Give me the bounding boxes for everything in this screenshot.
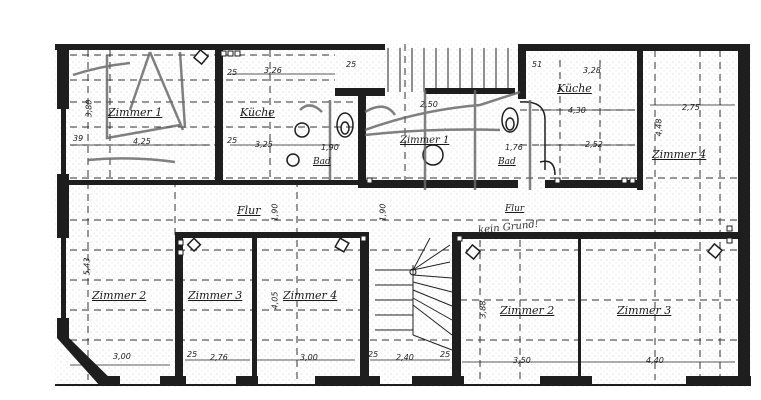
- room-label-kueche-left: Küche: [240, 106, 275, 119]
- room-label-kueche-right: Küche: [557, 82, 592, 95]
- chimney-blocks: [177, 50, 733, 256]
- dim-kueche-bottom: 3,25: [255, 140, 273, 149]
- dim-z4r-width: 2,75: [682, 103, 700, 112]
- dim-z3l-wall: 25: [187, 350, 198, 359]
- dim-kueche-wall: 25: [227, 68, 238, 77]
- dim-kueche-top: 3,26: [264, 66, 282, 75]
- dimension-lines: [70, 73, 735, 366]
- dim-z2r-height: 3,88: [478, 300, 488, 319]
- dim-kueche-r-low: 2,52: [585, 140, 603, 149]
- dim-kueche-r-wall: 51: [532, 60, 543, 69]
- bath-fixtures: [286, 101, 556, 176]
- room-label-zimmer4-right: Zimmer 4: [652, 148, 707, 161]
- dim-center-top: 2,50: [420, 100, 438, 109]
- room-label-zimmer1-center: Zimmer 1: [400, 135, 450, 146]
- room-label-flur-right: Flur: [505, 204, 525, 214]
- dim-kueche-r-mid: 4,30: [568, 106, 586, 115]
- dim-flur-h2: 1,90: [378, 203, 388, 222]
- dim-kueche-wall2: 25: [227, 136, 238, 145]
- dim-stair-top: 25: [346, 60, 357, 69]
- dim-z2l-height: 5,43: [82, 257, 92, 276]
- dim-bad-right-w: 1,76: [505, 143, 523, 152]
- room-label-bad-left: Bad: [313, 157, 331, 167]
- dim-stair-width: 2,40: [396, 353, 414, 362]
- dim-flur-h: 1,90: [270, 203, 280, 222]
- room-label-flur-left: Flur: [237, 204, 261, 217]
- dim-z4r-height: 4,48: [654, 118, 664, 137]
- stair-top: [387, 48, 509, 92]
- dim-bad-left-w: 1,90: [321, 143, 339, 152]
- room-label-bad-right: Bad: [498, 157, 516, 167]
- room-label-zimmer1-left: Zimmer 1: [108, 106, 163, 119]
- dim-z2r-width: 3,50: [513, 356, 531, 365]
- stove-symbols: [186, 48, 724, 261]
- dim-z1-side: 39: [73, 134, 84, 143]
- dim-z1-height: 3,80: [84, 99, 94, 118]
- plan-paper: [55, 44, 751, 388]
- dim-z2l-width: 3,00: [113, 352, 131, 361]
- dim-z3l-width: 2,76: [210, 353, 228, 362]
- room-label-zimmer2-left: Zimmer 2: [92, 289, 147, 302]
- pencil-marks: [72, 51, 532, 190]
- dim-stair-wall-r: 25: [440, 350, 451, 359]
- dim-stair-wall-l: 25: [368, 350, 379, 359]
- stair-bottom: [375, 237, 453, 351]
- dim-z4l-width: 3,00: [300, 353, 318, 362]
- room-label-zimmer3-right: Zimmer 3: [617, 304, 672, 317]
- dim-z3r-width: 4,40: [646, 356, 664, 365]
- dim-z4l-height: 4,05: [270, 291, 280, 310]
- room-label-zimmer3-left: Zimmer 3: [188, 289, 243, 302]
- dim-kueche-r-top: 3,28: [583, 66, 601, 75]
- walls: [55, 44, 751, 386]
- room-label-zimmer4-left: Zimmer 4: [283, 289, 338, 302]
- room-label-zimmer2-right: Zimmer 2: [500, 304, 555, 317]
- dim-z1-width: 4,25: [133, 137, 151, 146]
